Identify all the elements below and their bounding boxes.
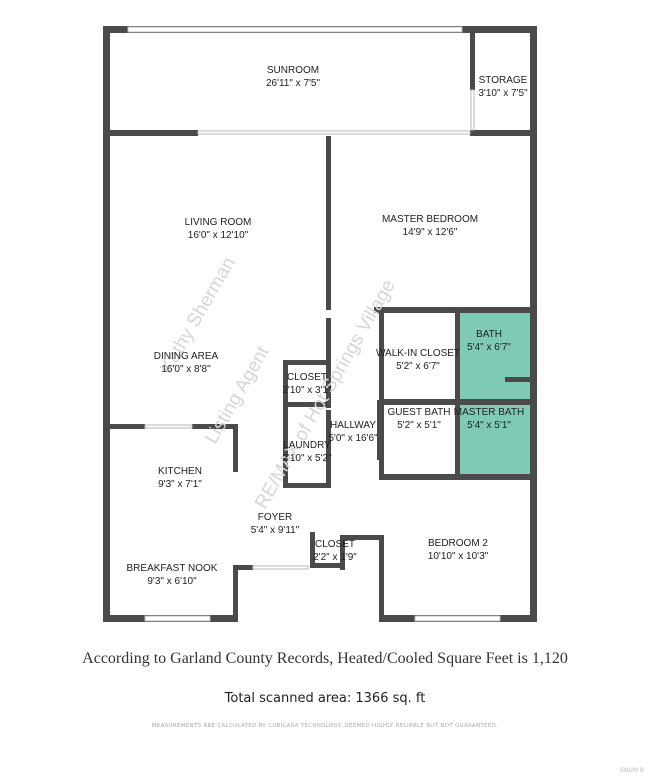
wall-smallcloset-upper — [340, 535, 384, 540]
room-kitchen-dims: 9'3" x 7'1" — [158, 479, 202, 490]
wall-smallcloset-bottom — [310, 563, 345, 568]
window-kitchen-top — [144, 424, 193, 429]
room-foyer-dims: 5'4" x 9'11" — [251, 525, 300, 536]
wall-smallcloset-right — [340, 540, 345, 570]
wall-storage-left — [470, 26, 475, 90]
room-bath-name: BATH — [476, 329, 502, 340]
window-kitchen — [144, 615, 211, 622]
room-masterbath-name: MASTER BATH — [454, 407, 524, 418]
wall-bedroom2-left-low — [379, 535, 384, 622]
room-nook-name: BREAKFAST NOOK — [127, 563, 218, 574]
wall-closet-left — [283, 360, 288, 406]
bath-fill — [459, 312, 530, 399]
room-living-name: LIVING ROOM — [185, 217, 252, 228]
wall-outer-left — [103, 26, 110, 622]
room-bedroom2-name: BEDROOM 2 — [428, 538, 488, 549]
floor-plan: Kathy Sherman Listing Agent RE/MAX of Ho… — [103, 26, 537, 622]
wall-hallway-stub — [377, 400, 382, 460]
room-walkin-name: WALK-IN CLOSET — [376, 348, 460, 359]
room-guestbath-name: GUEST BATH — [388, 407, 451, 418]
room-hallway-name: HALLWAY — [330, 420, 376, 431]
room-labels: SUNROOM 26'11" x 7'5" STORAGE 3'10" x 7'… — [127, 65, 529, 587]
room-walkin-dims: 5'2" x 6'7" — [396, 361, 440, 372]
county-records-note: According to Garland County Records, Hea… — [82, 650, 568, 667]
wall-sunroom-bottom-left — [103, 130, 198, 136]
room-dining-dims: 16'0" x 8'8" — [161, 364, 211, 375]
room-foyer-name: FOYER — [258, 512, 292, 523]
room-smallcloset-dims: 2'2" x 1'9" — [313, 552, 357, 563]
room-masterbath-dims: 5'4" x 5'1" — [467, 420, 511, 431]
master-bath-fill — [459, 405, 530, 475]
wall-closet-right — [326, 318, 331, 408]
room-dining-name: DINING AREA — [154, 351, 219, 362]
wall-closet-top — [283, 360, 329, 365]
wall-closet-bottom — [283, 402, 331, 407]
room-bath-dims: 5'4" x 6'7" — [467, 342, 511, 353]
wall-walkin-bath — [455, 307, 460, 477]
room-laundry-dims: 2'10" x 5'2" — [282, 453, 332, 464]
wall-sunroom-bottom-right — [470, 130, 537, 136]
room-living-dims: 16'0" x 12'10" — [188, 230, 249, 241]
wall-smallcloset-top — [310, 532, 315, 567]
window-sunroom — [127, 26, 463, 33]
room-storage-name: STORAGE — [479, 75, 528, 86]
opening-sunroom — [197, 130, 471, 135]
room-closet-name: CLOSET — [287, 372, 327, 383]
wall-bedroom2-top — [379, 474, 537, 480]
bath-fills — [459, 312, 530, 475]
room-guestbath-dims: 5'2" x 5'1" — [397, 420, 441, 431]
room-hallway-dims: 5'0" x 16'6" — [328, 433, 378, 444]
wall-laundry-left — [283, 402, 288, 488]
wall-living-master — [326, 136, 331, 310]
wall-kitchen-right — [233, 424, 238, 472]
wall-kitchen-right-low — [233, 565, 238, 622]
wall-bath-divider — [379, 399, 537, 405]
room-master-name: MASTER BEDROOM — [382, 214, 478, 225]
wall-foyer-bottom — [233, 565, 253, 570]
room-smallcloset-name: CLOSET — [315, 539, 355, 550]
wall-kitchen-top-right — [192, 424, 237, 429]
corner-stamp: ENUM B — [620, 767, 644, 774]
room-laundry-name: LAUNDRY — [283, 440, 331, 451]
opening-storage — [470, 89, 475, 131]
wall-laundry-right — [326, 410, 331, 488]
room-storage-dims: 3'10" x 7'5" — [478, 88, 528, 99]
total-scanned-area: Total scanned area: 1366 sq. ft — [224, 691, 426, 706]
door-foyer — [252, 565, 309, 570]
room-bedroom2-dims: 10'10" x 10'3" — [428, 551, 489, 562]
room-closet-dims: 2'10" x 3'1" — [282, 385, 332, 396]
room-master-dims: 14'9" x 12'6" — [403, 227, 458, 238]
window-bedroom2 — [414, 615, 501, 622]
wall-outer-right — [530, 26, 537, 622]
room-nook-dims: 9'3" x 6'10" — [147, 576, 197, 587]
wall-bath-stub — [505, 377, 535, 382]
wall-laundry-bottom — [283, 483, 331, 488]
measurement-disclaimer: MEASUREMENTS ARE CALCULATED BY CUBICASA … — [151, 723, 499, 729]
room-sunroom-dims: 26'11" x 7'5" — [266, 78, 321, 89]
room-sunroom-name: SUNROOM — [267, 65, 319, 76]
wall-kitchen-top-left — [103, 424, 145, 429]
windows — [127, 26, 501, 622]
room-kitchen-name: KITCHEN — [158, 466, 202, 477]
wall-walkin-left — [379, 307, 384, 402]
